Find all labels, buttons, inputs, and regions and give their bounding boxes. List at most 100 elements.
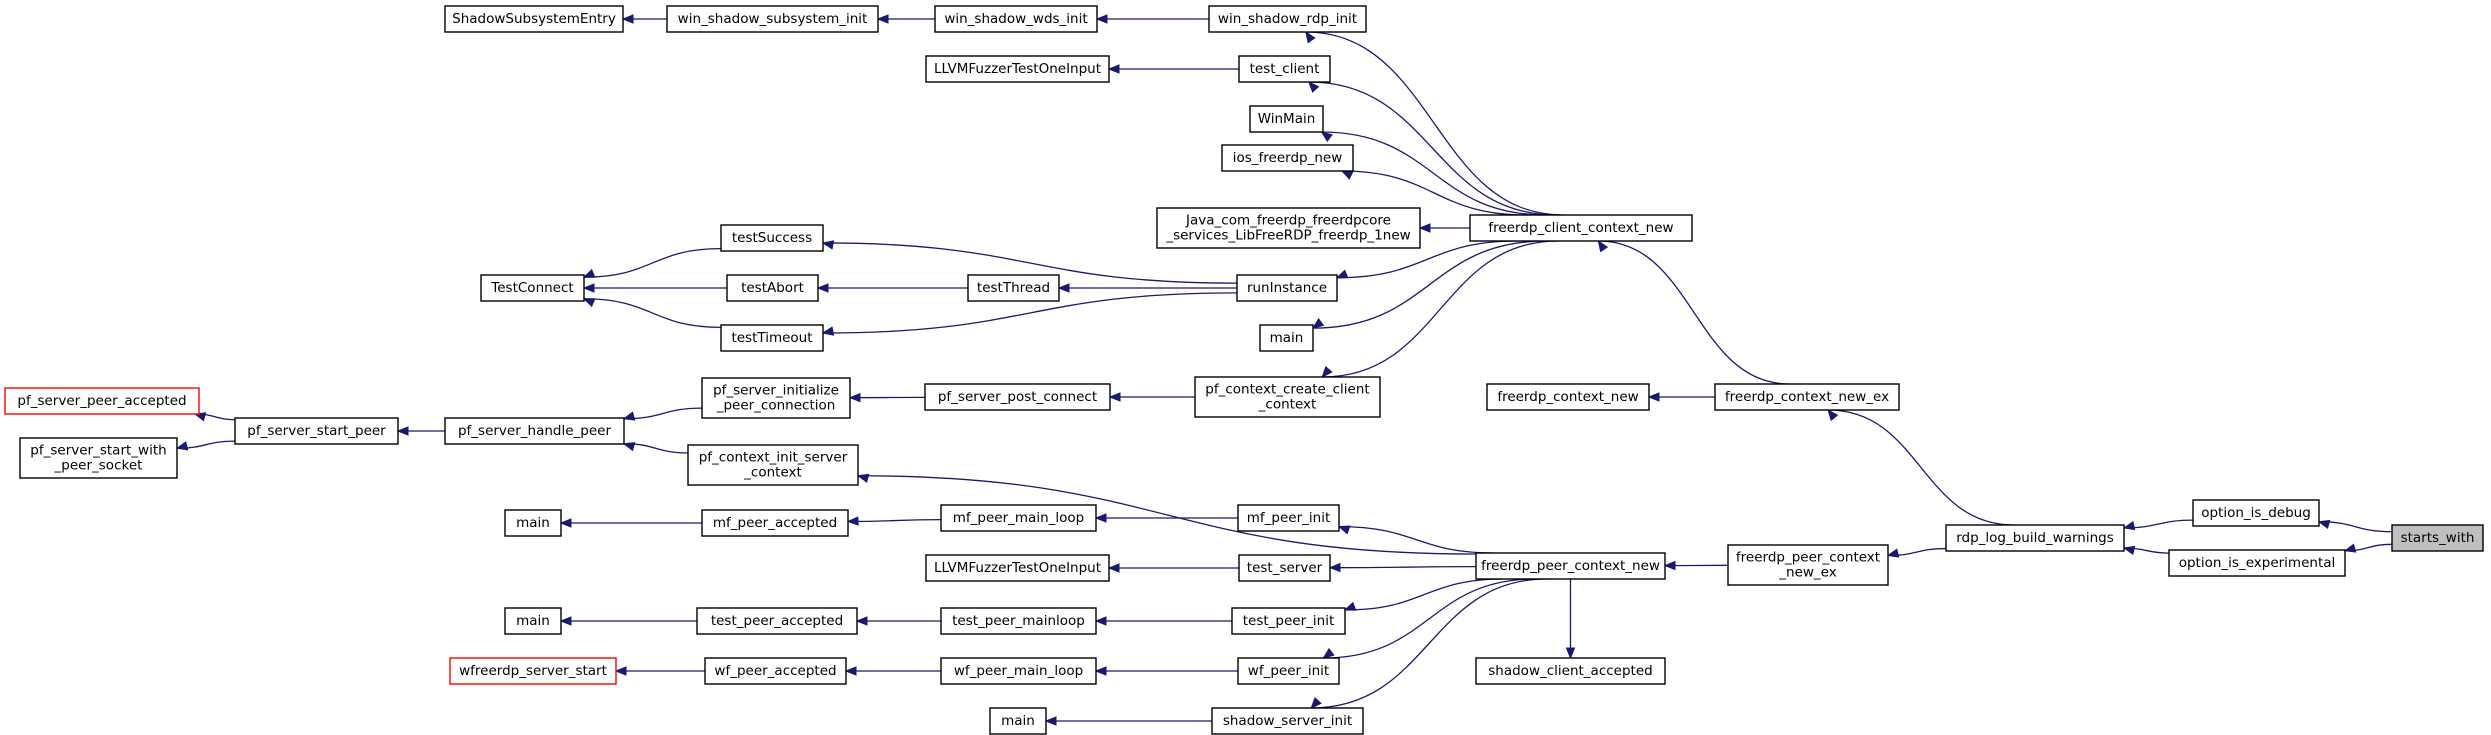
node-label: runInstance <box>1247 280 1327 296</box>
node-box <box>696 607 858 635</box>
node-fcnex[interactable]: freerdp_context_new_ex <box>1714 383 1900 411</box>
arrow-head-icon <box>193 412 207 422</box>
node-box <box>1238 55 1331 83</box>
node-java[interactable]: Java_com_freerdp_freerdpcore_services_Li… <box>1156 207 1421 249</box>
node-label: wf_peer_main_loop <box>954 663 1083 679</box>
node-fcn[interactable]: freerdp_context_new <box>1486 383 1650 411</box>
node-box <box>444 417 625 445</box>
node-pfsws[interactable]: pf_server_start_with_peer_socket <box>19 437 178 479</box>
call-edge-winmain-fccn <box>1321 131 1546 216</box>
node-main2[interactable]: main <box>504 509 562 537</box>
node-runi[interactable]: runInstance <box>1236 274 1338 302</box>
arrow-head-icon <box>1044 716 1057 726</box>
arrow-head-icon <box>1311 318 1325 329</box>
arrow-head-icon <box>1304 30 1316 44</box>
node-pfccc[interactable]: pf_context_create_client_context <box>1194 376 1381 418</box>
node-label: _context <box>743 465 802 481</box>
node-oid[interactable]: option_is_debug <box>2192 499 2320 527</box>
node-ios[interactable]: ios_freerdp_new <box>1221 144 1354 172</box>
node-box <box>1259 324 1314 352</box>
node-llvm1[interactable]: LLVMFuzzerTestOneInput <box>925 55 1110 83</box>
node-label: freerdp_client_context_new <box>1488 220 1673 236</box>
node-label: win_shadow_rdp_init <box>1218 11 1357 27</box>
node-rlbw[interactable]: rdp_log_build_warnings <box>1945 524 2125 552</box>
node-ssi[interactable]: shadow_server_init <box>1211 707 1364 735</box>
arrow-head-icon <box>1647 392 1660 402</box>
node-main3[interactable]: main <box>504 607 562 635</box>
node-fpcnex[interactable]: freerdp_peer_context_new_ex <box>1727 544 1889 586</box>
arrow-head-icon <box>1565 647 1576 660</box>
node-tconn[interactable]: TestConnect <box>480 274 585 302</box>
node-fccn[interactable]: freerdp_client_context_new <box>1469 214 1693 242</box>
node-wfpi[interactable]: wf_peer_init <box>1237 657 1340 685</box>
arrow-head-icon <box>559 616 572 626</box>
node-wfpa[interactable]: wf_peer_accepted <box>704 657 847 685</box>
node-llvm2[interactable]: LLVMFuzzerTestOneInput <box>925 554 1110 582</box>
node-box <box>925 55 1110 83</box>
node-fpcn[interactable]: freerdp_peer_context_new <box>1475 552 1666 580</box>
node-tc[interactable]: test_client <box>1238 55 1331 83</box>
node-tabort[interactable]: testAbort <box>726 274 819 302</box>
node-box <box>934 5 1098 33</box>
node-box <box>720 324 824 352</box>
node-tthread[interactable]: testThread <box>967 274 1060 302</box>
node-box <box>701 377 851 419</box>
node-tsucc[interactable]: testSuccess <box>720 224 824 252</box>
arrow-head-icon <box>582 298 596 308</box>
call-edge-tc-fccn <box>1308 81 1557 216</box>
node-main4[interactable]: main <box>989 707 1047 735</box>
arrow-head-icon <box>622 411 636 421</box>
node-oie[interactable]: option_is_experimental <box>2168 549 2346 577</box>
node-pfspa[interactable]: pf_server_peer_accepted <box>4 387 200 415</box>
node-tpi[interactable]: test_peer_init <box>1231 607 1346 635</box>
node-label: test_peer_accepted <box>711 613 843 629</box>
node-pfsipc[interactable]: pf_server_initialize_peer_connection <box>701 377 851 419</box>
node-label: wf_peer_accepted <box>714 663 836 679</box>
node-sw[interactable]: starts_with <box>2391 524 2484 552</box>
arrow-head-icon <box>1322 647 1335 659</box>
arrow-head-icon <box>1886 548 1900 558</box>
node-tpml[interactable]: test_peer_mainloop <box>940 607 1097 635</box>
node-box <box>444 5 624 33</box>
node-label: mf_peer_accepted <box>713 515 837 531</box>
node-pfssp[interactable]: pf_server_start_peer <box>234 417 399 445</box>
node-tserv[interactable]: test_server <box>1238 554 1331 582</box>
node-box <box>2391 524 2484 552</box>
node-box <box>1231 607 1346 635</box>
node-mfpml[interactable]: mf_peer_main_loop <box>940 504 1097 532</box>
arrow-head-icon <box>855 616 868 626</box>
node-pfspc[interactable]: pf_server_post_connect <box>924 383 1111 411</box>
node-label: main <box>1270 330 1304 346</box>
node-label: ShadowSubsystemEntry <box>452 11 616 27</box>
node-box <box>1727 544 1889 586</box>
node-box <box>1237 504 1340 532</box>
node-mfpa[interactable]: mf_peer_accepted <box>701 509 849 537</box>
node-wfss[interactable]: wfreerdp_server_start <box>449 657 617 685</box>
arrow-head-icon <box>1094 616 1107 626</box>
node-ttime[interactable]: testTimeout <box>720 324 824 352</box>
node-label: shadow_server_init <box>1223 713 1352 729</box>
node-main1[interactable]: main <box>1259 324 1314 352</box>
arrow-head-icon <box>559 518 572 528</box>
node-wswi[interactable]: win_shadow_wds_init <box>934 5 1098 33</box>
arrow-head-icon <box>1663 560 1676 571</box>
node-wsri[interactable]: win_shadow_rdp_init <box>1208 5 1367 33</box>
node-box <box>2192 499 2320 527</box>
node-winmain[interactable]: WinMain <box>1249 105 1324 133</box>
node-sse[interactable]: ShadowSubsystemEntry <box>444 5 624 33</box>
node-mfpi[interactable]: mf_peer_init <box>1237 504 1340 532</box>
node-pfshp[interactable]: pf_server_handle_peer <box>444 417 625 445</box>
arrow-head-icon <box>396 426 409 436</box>
call-edge-ttime-runi <box>822 292 1238 334</box>
node-box <box>1469 214 1693 242</box>
node-label: freerdp_context_new_ex <box>1725 389 1889 405</box>
arrow-head-icon <box>1094 666 1107 676</box>
node-label: win_shadow_subsystem_init <box>678 11 868 27</box>
node-pfcisc[interactable]: pf_context_init_server_context <box>687 444 859 486</box>
node-wfpml[interactable]: wf_peer_main_loop <box>940 657 1097 685</box>
node-sca[interactable]: shadow_client_accepted <box>1475 657 1666 685</box>
node-box <box>940 657 1097 685</box>
node-tpa[interactable]: test_peer_accepted <box>696 607 858 635</box>
node-wssi[interactable]: win_shadow_subsystem_init <box>666 5 879 33</box>
